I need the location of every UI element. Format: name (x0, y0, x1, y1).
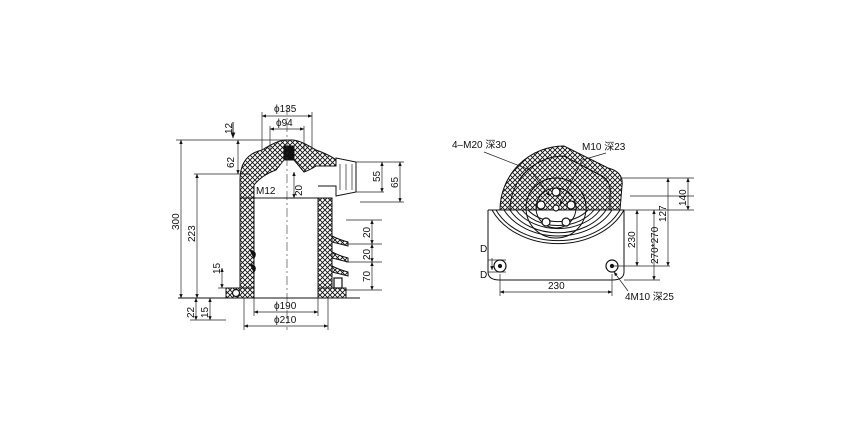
left-wall-section (239, 197, 255, 289)
dim-20-center: 20 (294, 184, 305, 196)
dim-55: 55 (372, 170, 383, 182)
side-view: ϕ135 ϕ94 12 300 223 62 15 22 15 (171, 104, 404, 330)
bolt-hole-bottom-left (541, 217, 551, 227)
dim-phi94: ϕ94 (276, 118, 293, 129)
dome-section (239, 139, 337, 201)
dim-15-left: 15 (212, 262, 223, 274)
shed-2 (331, 251, 349, 263)
dim-62: 62 (226, 156, 237, 168)
base-flange-right-section (317, 287, 347, 299)
base-insert-right (333, 277, 343, 289)
dim-230-vertical: 230 (627, 231, 638, 248)
dim-m12: M12 (256, 186, 276, 197)
bottom-dimensions: ϕ190 ϕ210 (243, 298, 329, 330)
inner-rib-left-2 (249, 263, 256, 273)
label-d-lower: D (480, 270, 487, 281)
dim-15-bottom: 15 (200, 306, 211, 318)
dim-phi190: ϕ190 (274, 301, 297, 312)
bolt-hole-left (536, 200, 546, 210)
dim-12: 12 (224, 122, 235, 134)
callout-4-m20: 4–M20 深30 (452, 139, 507, 151)
label-d-upper: D (480, 244, 487, 255)
base-bolt-hole-left (231, 288, 241, 298)
inner-ring-cut (509, 155, 611, 211)
bolt-hole-top (551, 187, 561, 197)
side-bushing (316, 157, 357, 197)
dim-300: 300 (171, 213, 182, 230)
right-wall-section (317, 197, 333, 289)
dim-127: 127 (658, 205, 669, 222)
corner-hole-left-center (497, 263, 503, 269)
dim-65: 65 (390, 176, 401, 188)
dim-20-upper: 20 (362, 226, 373, 238)
dim-230-horizontal: 230 (548, 281, 565, 292)
dim-phi210: ϕ210 (274, 315, 297, 326)
inner-rib-left-1 (249, 249, 256, 259)
shed-1 (331, 235, 349, 247)
dim-223: 223 (187, 225, 198, 242)
dim-140: 140 (678, 189, 689, 206)
concentric-shed-arcs (491, 209, 625, 245)
center-dimensions: M12 20 (256, 171, 305, 199)
dim-phi135: ϕ135 (274, 104, 297, 115)
right-dimensions: 55 65 20 20 70 (346, 161, 404, 291)
shed-3 (331, 265, 349, 277)
dim-20-lower: 20 (362, 248, 373, 260)
dim-22: 22 (186, 306, 197, 318)
left-dimensions: 300 223 62 15 22 15 (171, 139, 250, 321)
plan-view: 4–M20 深30 M10 深23 4M10 深25 D D 230 230 2… (452, 139, 694, 303)
bolt-hole-bottom-right (561, 217, 571, 227)
dim-270x270: 270*270 (650, 226, 661, 264)
dim-70: 70 (362, 270, 373, 282)
callout-m10-center: M10 深23 (582, 141, 626, 153)
top-insert (283, 145, 295, 161)
top-dimensions: ϕ135 ϕ94 12 (176, 104, 313, 150)
central-boss-outer (525, 177, 587, 239)
bolt-hole-center (552, 204, 560, 212)
bolt-hole-right (566, 200, 576, 210)
callout-4m10-corner: 4M10 深25 (625, 291, 674, 303)
base-outline (487, 210, 625, 281)
insulator-section (178, 106, 360, 330)
